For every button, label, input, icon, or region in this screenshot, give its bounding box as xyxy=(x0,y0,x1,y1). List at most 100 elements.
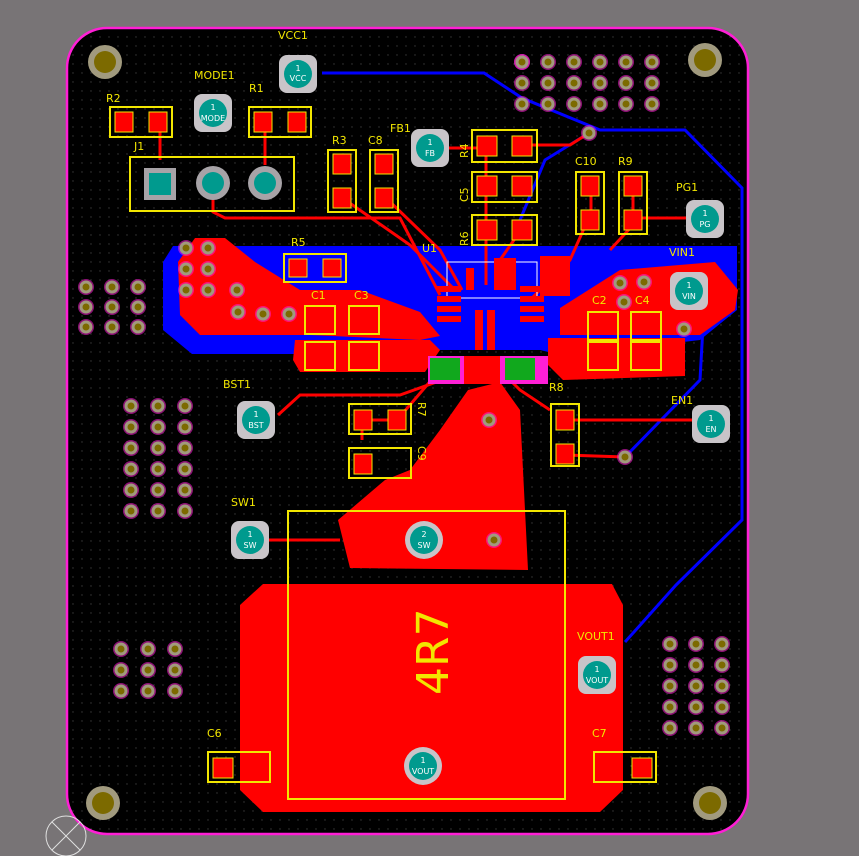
via-hole xyxy=(171,687,179,695)
via-hole xyxy=(182,286,190,294)
label-vcc1: VCC1 xyxy=(278,29,308,42)
svg-text:1: 1 xyxy=(295,64,300,73)
svg-text:1: 1 xyxy=(427,138,432,147)
via-hole xyxy=(127,465,135,473)
via-hole xyxy=(544,79,552,87)
label-fb1: FB1 xyxy=(390,122,411,135)
via-hole xyxy=(134,283,142,291)
via-hole xyxy=(108,303,116,311)
svg-text:PG: PG xyxy=(699,220,710,229)
via-hole xyxy=(181,507,189,515)
svg-text:1: 1 xyxy=(594,665,599,674)
label-r8: R8 xyxy=(549,381,564,394)
via-hole xyxy=(108,283,116,291)
via-hole xyxy=(117,645,125,653)
via-hole xyxy=(622,79,630,87)
svg-text:1: 1 xyxy=(420,756,425,765)
label-u1: U1 xyxy=(422,242,437,255)
label-pg1: PG1 xyxy=(676,181,698,194)
svg-text:2: 2 xyxy=(421,530,426,539)
via-hole xyxy=(718,682,726,690)
via-hole xyxy=(127,402,135,410)
via-hole xyxy=(621,453,629,461)
via-hole xyxy=(154,444,162,452)
via-hole xyxy=(666,724,674,732)
label-c9: C9 xyxy=(415,446,428,461)
via-hole xyxy=(490,536,498,544)
via-arrays xyxy=(78,54,730,736)
test-point-mode: 1 MODE xyxy=(194,94,232,132)
via-hole xyxy=(622,58,630,66)
svg-text:FB: FB xyxy=(425,149,435,158)
test-point-bst: 1 BST xyxy=(237,401,275,439)
via-hole xyxy=(692,661,700,669)
label-bst1: BST1 xyxy=(223,378,251,391)
via-hole xyxy=(640,278,648,286)
via-hole xyxy=(620,298,628,306)
label-c7: C7 xyxy=(592,727,607,740)
via-hole xyxy=(692,703,700,711)
via-hole xyxy=(154,423,162,431)
label-c5: C5 xyxy=(458,187,471,202)
label-c2: C2 xyxy=(592,294,607,307)
via-hole xyxy=(570,79,578,87)
via-hole xyxy=(648,100,656,108)
svg-text:VOUT: VOUT xyxy=(412,767,434,776)
via-hole xyxy=(718,661,726,669)
board-outline xyxy=(65,26,750,836)
via-hole xyxy=(585,129,593,137)
origin-marker xyxy=(45,815,87,856)
via-hole xyxy=(680,325,688,333)
test-point-vout2: 1 VOUT xyxy=(404,747,442,785)
smd-pads xyxy=(114,111,653,779)
via-hole xyxy=(144,645,152,653)
svg-text:1: 1 xyxy=(702,209,707,218)
label-vout1: VOUT1 xyxy=(577,630,615,643)
svg-text:VIN: VIN xyxy=(682,292,696,301)
via-hole xyxy=(518,100,526,108)
via-hole xyxy=(259,310,267,318)
via-hole xyxy=(570,58,578,66)
via-hole xyxy=(144,687,152,695)
svg-text:SW: SW xyxy=(244,541,257,550)
via-hole xyxy=(171,666,179,674)
via-hole xyxy=(544,58,552,66)
via-hole xyxy=(648,58,656,66)
via-hole xyxy=(108,323,116,331)
label-r4: R4 xyxy=(458,143,471,158)
svg-text:1: 1 xyxy=(686,281,691,290)
via-hole xyxy=(144,666,152,674)
label-j1: J1 xyxy=(133,140,144,153)
svg-text:1: 1 xyxy=(210,103,215,112)
svg-text:EN: EN xyxy=(705,425,716,434)
test-point-fb: 1 FB xyxy=(411,129,449,167)
label-c8: C8 xyxy=(368,134,383,147)
svg-text:1: 1 xyxy=(708,414,713,423)
via-hole xyxy=(134,303,142,311)
via-hole xyxy=(204,244,212,252)
via-hole xyxy=(82,303,90,311)
via-hole xyxy=(154,486,162,494)
via-hole xyxy=(171,645,179,653)
label-c10: C10 xyxy=(575,155,597,168)
via-hole xyxy=(234,308,242,316)
designators: R2 MODE1 R1 VCC1 J1 R3 C8 FB1 R4 C5 R6 C… xyxy=(106,29,698,740)
svg-text:BST: BST xyxy=(248,421,263,430)
header-j1 xyxy=(144,166,282,200)
via-hole xyxy=(154,465,162,473)
via-hole xyxy=(181,486,189,494)
via-hole xyxy=(518,58,526,66)
test-point-pg: 1 PG xyxy=(686,200,724,238)
svg-text:MODE: MODE xyxy=(201,114,225,123)
label-c4: C4 xyxy=(635,294,650,307)
via-hole xyxy=(117,666,125,674)
via-hole xyxy=(692,724,700,732)
via-hole xyxy=(204,286,212,294)
via-hole xyxy=(181,423,189,431)
via-hole xyxy=(570,100,578,108)
test-point-vcc: 1 VCC xyxy=(279,55,317,93)
via-hole xyxy=(518,79,526,87)
via-hole xyxy=(285,310,293,318)
via-hole xyxy=(127,486,135,494)
label-r6: R6 xyxy=(458,231,471,246)
